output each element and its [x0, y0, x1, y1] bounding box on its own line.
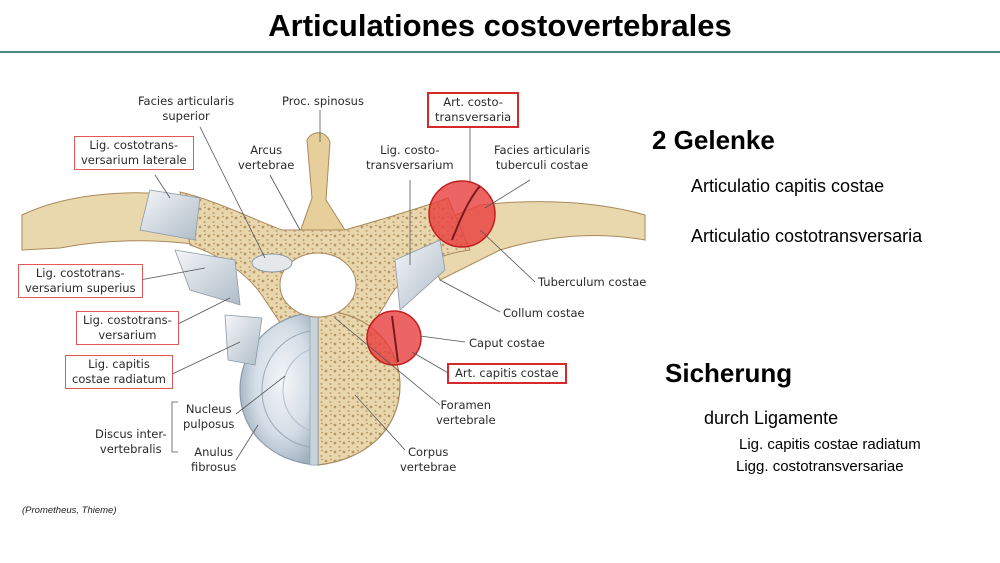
label-facies-articularis-superior: Facies articularis superior: [138, 94, 235, 123]
label-facies-articularis-tuberculi: Facies articularis tuberculi costae: [494, 143, 591, 172]
anatomy-figure: Facies articularis superior Proc. spinos…: [0, 80, 650, 500]
image-credit: (Prometheus, Thieme): [22, 505, 117, 516]
label-discus-intervertebralis: Discus inter- vertebralis: [95, 427, 167, 456]
heading-gelenke: 2 Gelenke: [652, 125, 775, 155]
label-lig-costotransversarium-2: Lig. costotrans- versarium: [76, 311, 179, 345]
label-tuberculum-costae: Tuberculum costae: [538, 275, 647, 289]
label-lig-costotransversarium-laterale: Lig. costotrans- versarium laterale: [74, 136, 194, 170]
ligament-capitis-radiatum: [224, 314, 263, 366]
label-caput-costae: Caput costae: [469, 336, 545, 350]
label-lig-costotransversarium-superius: Lig. costotrans- versarium superius: [18, 264, 143, 298]
leader-lines: [139, 110, 536, 461]
label-lig-capitis-costae-radiatum: Lig. capitis costae radiatum: [65, 355, 173, 389]
label-proc-spinosus: Proc. spinosus: [282, 94, 364, 108]
label-arcus-vertebrae: Arcus vertebrae: [238, 143, 295, 172]
label-corpus-vertebrae: Corpus vertebrae: [400, 445, 457, 474]
gelenk-item-1: Articulatio capitis costae: [691, 176, 885, 196]
title-divider: [0, 51, 1000, 53]
spinous-process: [299, 132, 346, 233]
heading-sicherung: Sicherung: [665, 358, 793, 388]
gelenk-item-2: Articulatio costotransversaria: [691, 226, 923, 246]
label-art-costotransversaria: Art. costo- transversaria: [427, 92, 520, 128]
foramen: [279, 252, 357, 318]
label-foramen-vertebrale: Foramen vertebrale: [436, 398, 496, 427]
slide-title: Articulationes costovertebrales: [268, 8, 732, 43]
vertebra-illustration: [21, 110, 646, 466]
label-collum-costae: Collum costae: [503, 306, 585, 320]
intervertebral-disc: [239, 311, 319, 466]
label-nucleus-pulposus: Nucleus pulposus: [183, 402, 235, 431]
sicherung-intro: durch Ligamente: [704, 408, 839, 428]
ligament-item-2: Ligg. costotransversariae: [736, 458, 904, 475]
label-anulus-fibrosus: Anulus fibrosus: [191, 445, 237, 474]
ligament-costotransversarium-right: [394, 239, 446, 311]
ligament-costotransversarium-laterale: [139, 189, 201, 241]
label-lig-costotransversarium: Lig. costo- transversarium: [366, 143, 454, 172]
label-art-capitis-costae: Art. capitis costae: [447, 363, 567, 384]
ligament-item-1: Lig. capitis costae radiatum: [739, 436, 921, 453]
ligament-costotransversarium-superius: [174, 249, 241, 306]
